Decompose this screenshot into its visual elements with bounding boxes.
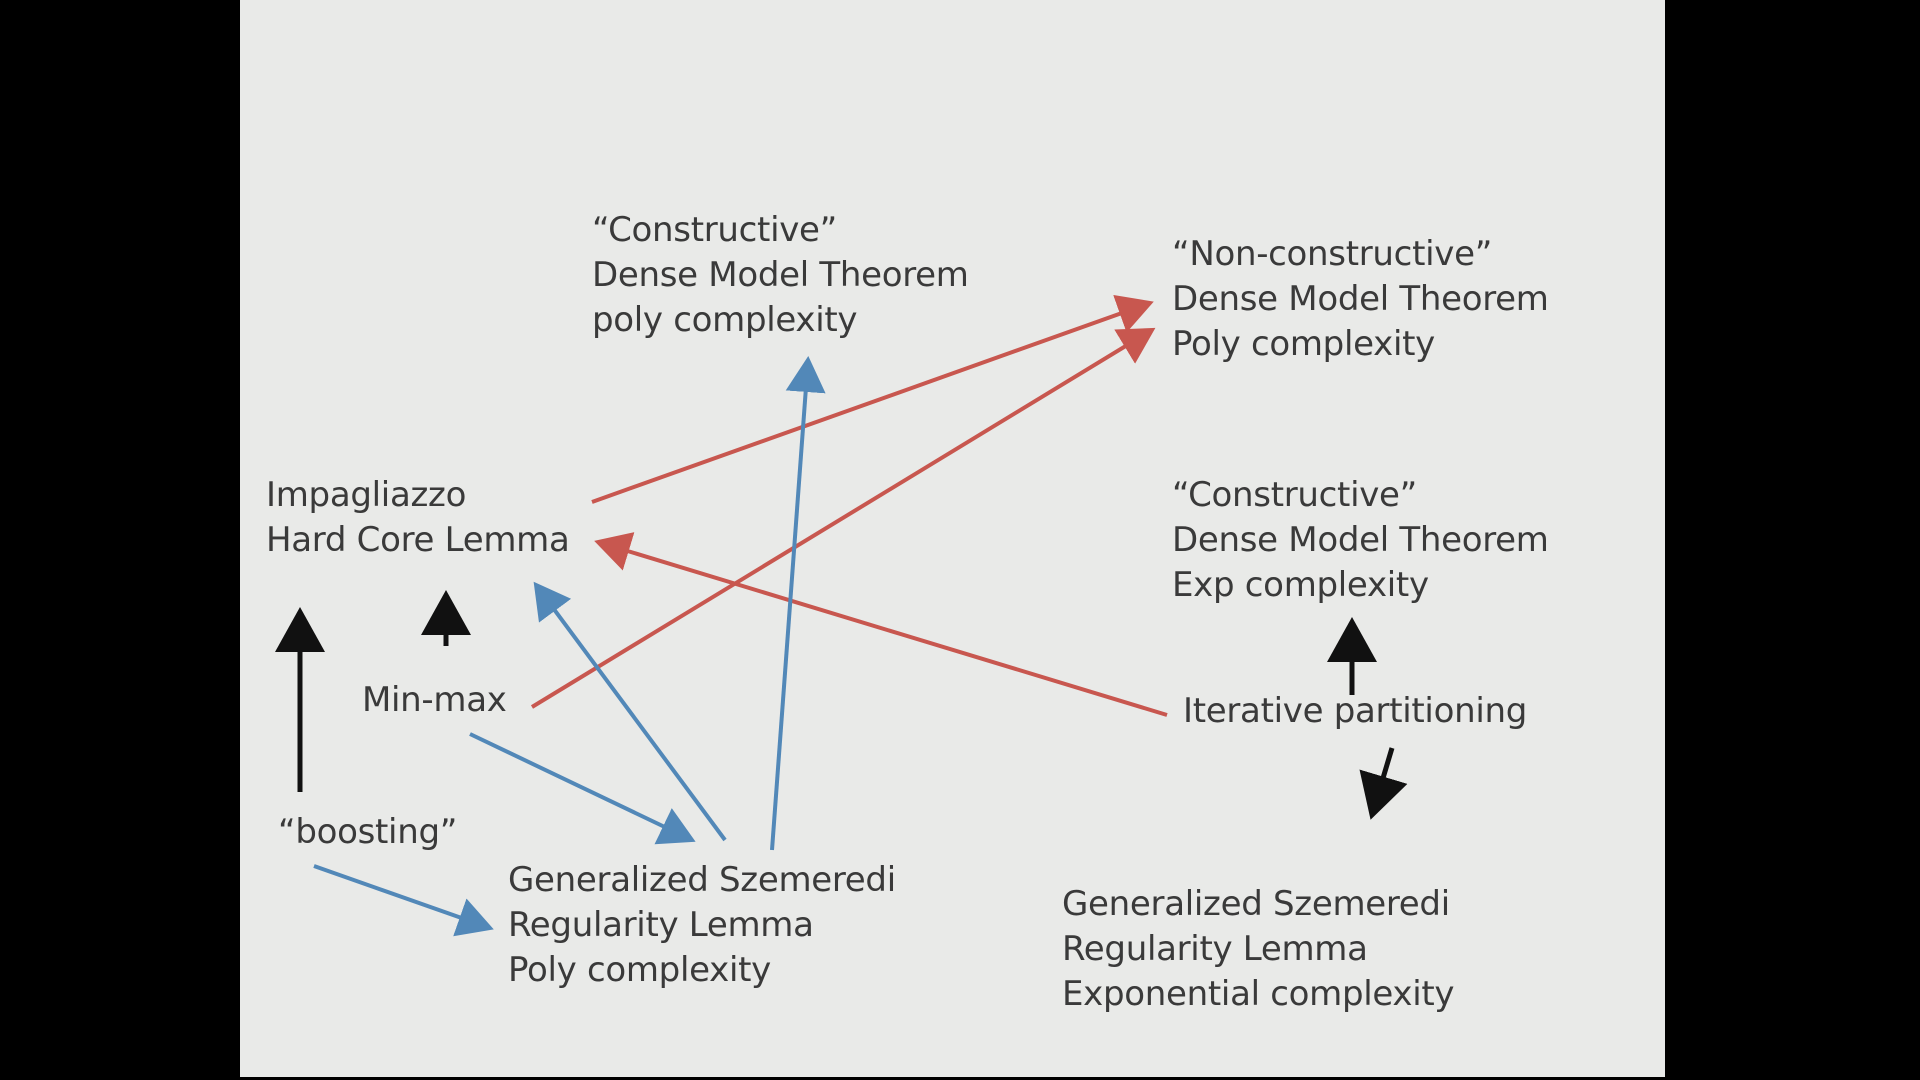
node-line: “Constructive” <box>1172 475 1417 515</box>
node-line: Exponential complexity <box>1062 974 1455 1014</box>
node-line: Generalized Szemeredi <box>508 860 896 900</box>
arrow-szemeredi-to-hardcore <box>533 581 727 842</box>
node-line: “Constructive” <box>592 210 837 250</box>
node-line: Regularity Lemma <box>508 905 814 945</box>
node-hard-core-lemma: Impagliazzo Hard Core Lemma <box>266 473 570 563</box>
node-line: Regularity Lemma <box>1062 929 1368 969</box>
node-constructive-poly: “Constructive” Dense Model Theorem poly … <box>592 208 969 343</box>
node-nonconstructive-poly: “Non-constructive” Dense Model Theorem P… <box>1172 232 1549 367</box>
arrow-iterative-to-szemeredi-exp <box>1359 747 1408 820</box>
node-line: Impagliazzo <box>266 475 467 515</box>
arrow-hardcore-to-nonconstructive <box>591 294 1154 504</box>
label-iterative-partitioning: Iterative partitioning <box>1183 691 1527 731</box>
node-line: poly complexity <box>592 300 858 340</box>
arrows-layer <box>275 294 1408 937</box>
arrow-boosting-to-szemeredi <box>313 864 494 937</box>
arrow-iterative-to-hardcore <box>594 532 1168 717</box>
node-line: “Non-constructive” <box>1172 234 1493 274</box>
node-line: Poly complexity <box>1172 324 1435 364</box>
node-szemeredi-exp: Generalized Szemeredi Regularity Lemma E… <box>1062 882 1455 1017</box>
label-boosting: “boosting” <box>278 812 458 852</box>
node-line: Generalized Szemeredi <box>1062 884 1450 924</box>
node-line: Hard Core Lemma <box>266 520 570 560</box>
node-line: Dense Model Theorem <box>1172 520 1549 560</box>
node-line: Exp complexity <box>1172 565 1429 605</box>
slide: “Constructive” Dense Model Theorem poly … <box>240 0 1665 1077</box>
arrow-minmax-to-nonconstructive <box>530 327 1156 709</box>
node-line: Poly complexity <box>508 950 771 990</box>
label-min-max: Min-max <box>362 680 507 720</box>
arrow-minmax-to-szemeredi <box>469 732 696 845</box>
arrow-szemeredi-to-constructive-poly <box>770 356 826 851</box>
node-constructive-exp: “Constructive” Dense Model Theorem Exp c… <box>1172 473 1549 608</box>
node-szemeredi-poly: Generalized Szemeredi Regularity Lemma P… <box>508 858 896 993</box>
node-line: Dense Model Theorem <box>1172 279 1549 319</box>
node-line: Dense Model Theorem <box>592 255 969 295</box>
